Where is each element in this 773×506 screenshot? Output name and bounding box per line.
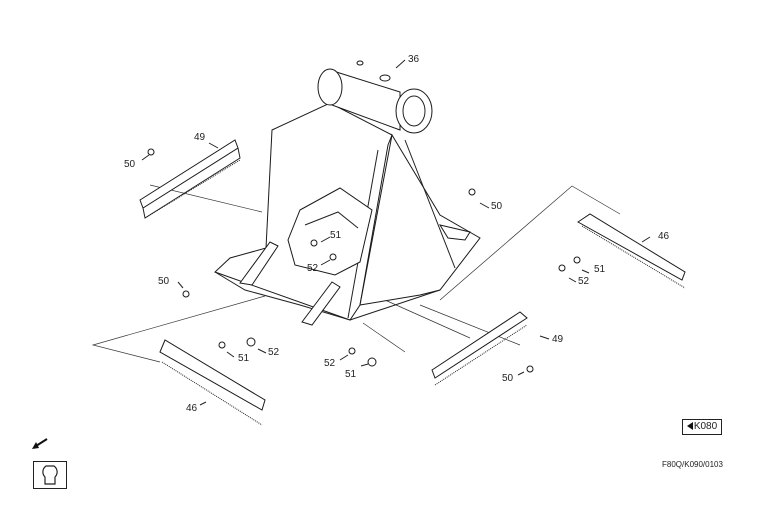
label-46: 46 [658,231,670,242]
label-49: 49 [194,132,206,143]
brush-49-left [139,139,241,219]
left-triangle-icon [686,422,693,431]
leader-lines [141,59,651,406]
brush-46-left [159,339,266,426]
pipe-36 [317,60,433,134]
label-52: 52 [324,358,336,369]
hopper-housing [214,102,481,326]
label-50: 50 [491,201,503,212]
label-52: 52 [578,276,590,287]
hardware [147,148,581,373]
engine-outline-icon [33,461,67,489]
brush-46-right [577,213,686,289]
label-51: 51 [330,230,342,241]
label-49: 49 [552,334,564,345]
brush-49-right [431,311,528,386]
part-labels: 36 49 50 50 51 52 46 51 52 50 52 51 46 5… [124,54,670,414]
label-50: 50 [124,159,136,170]
label-50: 50 [502,373,514,384]
label-36: 36 [408,54,420,65]
engine-shape [42,465,58,485]
label-46: 46 [186,403,198,414]
label-50: 50 [158,276,170,287]
document-number: F80Q/K090/0103 [662,460,723,469]
label-51: 51 [238,353,250,364]
reference-label: K080 [693,421,718,432]
reference-link[interactable]: K080 [682,419,722,435]
label-51: 51 [594,264,606,275]
arrow-icon [32,438,48,449]
label-51: 51 [345,369,357,380]
label-52: 52 [307,263,319,274]
label-52: 52 [268,347,280,358]
assembly-lines [91,184,621,363]
